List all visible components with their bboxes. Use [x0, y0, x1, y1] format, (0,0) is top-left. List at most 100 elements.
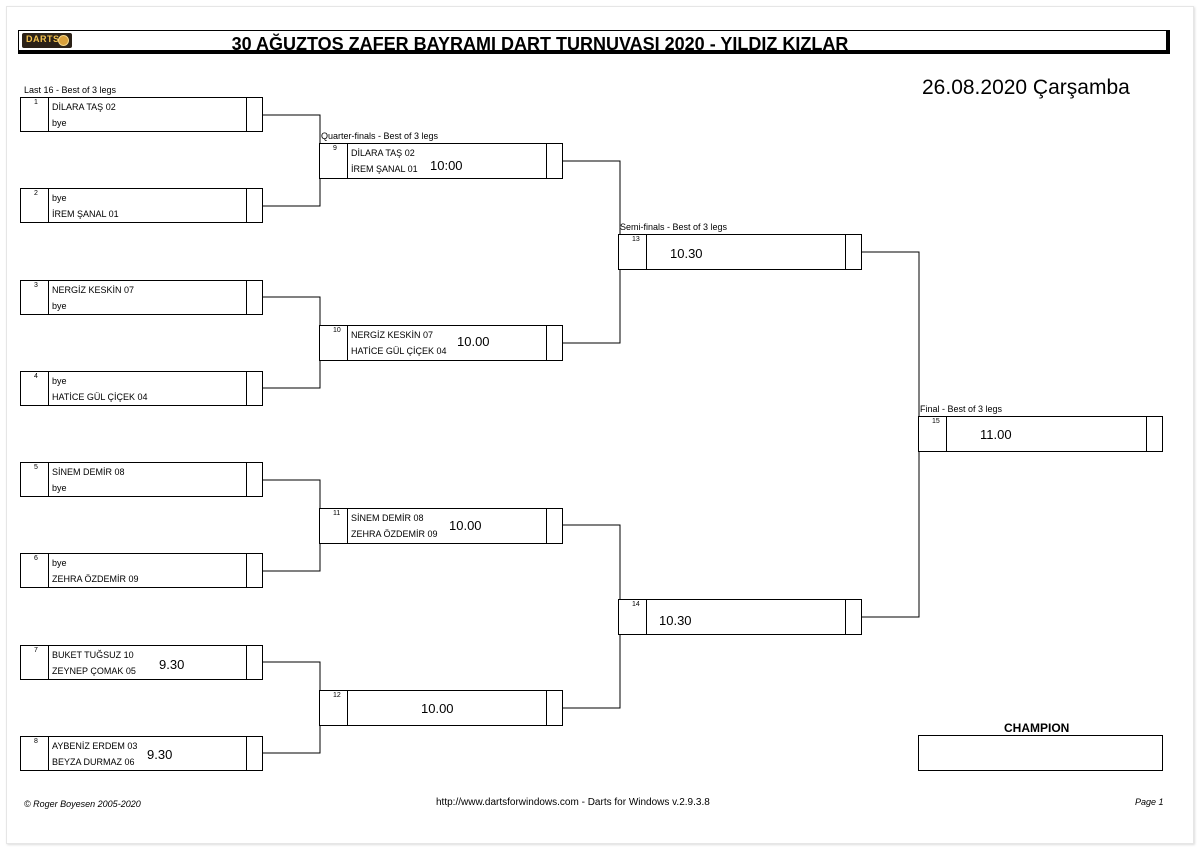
- match-number: 6: [34, 555, 38, 562]
- player-2-name: HATİCE GÜL ÇİÇEK 04: [351, 346, 447, 356]
- match-number-cell: 4: [21, 372, 49, 405]
- match-number: 15: [932, 418, 940, 425]
- champion-label: CHAMPION: [1004, 721, 1070, 735]
- connector-m3-m10: [263, 296, 321, 389]
- player-2-name: İREM ŞANAL 01: [351, 164, 418, 174]
- score-cell: [246, 463, 262, 496]
- score-cell: [246, 372, 262, 405]
- footer-page-number: Page 1: [1135, 797, 1164, 807]
- player-2-name: HATİCE GÜL ÇİÇEK 04: [52, 392, 148, 402]
- score-cell: [546, 326, 562, 360]
- match-box-5: 5 SİNEM DEMİR 08 bye: [20, 462, 263, 497]
- player-1-name: SİNEM DEMİR 08: [351, 513, 424, 523]
- footer-url: http://www.dartsforwindows.com - Darts f…: [436, 797, 710, 808]
- match-number: 7: [34, 647, 38, 654]
- score-cell: [246, 98, 262, 131]
- score-cell: [246, 189, 262, 222]
- player-2-name: BEYZA DURMAZ 06: [52, 757, 135, 767]
- match-box-8: 8 AYBENİZ ERDEM 03 BEYZA DURMAZ 06 9.30: [20, 736, 263, 771]
- match-box-15: 15 11.00: [918, 416, 1163, 452]
- match-box-13: 13 10.30: [618, 234, 862, 270]
- match-number-cell: 10: [320, 326, 348, 360]
- connector-m11-m14: [563, 524, 621, 709]
- round-label-semi: Semi-finals - Best of 3 legs: [620, 222, 728, 232]
- match-time: 9.30: [147, 747, 173, 762]
- match-number-cell: 1: [21, 98, 49, 131]
- match-number: 13: [632, 236, 640, 243]
- match-box-12: 12 10.00: [319, 690, 563, 726]
- champion-box: [918, 735, 1163, 771]
- dartboard-icon: [58, 35, 69, 46]
- match-time: 10.00: [457, 334, 490, 349]
- page-title: 30 AĞUZTOS ZAFER BAYRAMI DART TURNUVASI …: [231, 34, 849, 54]
- score-cell: [845, 235, 861, 269]
- score-cell: [845, 600, 861, 634]
- footer-copyright: © Roger Boyesen 2005-2020: [24, 799, 141, 809]
- score-cell: [246, 281, 262, 314]
- match-number: 11: [333, 510, 341, 517]
- match-box-10: 10 NERGİZ KESKİN 07 HATİCE GÜL ÇİÇEK 04 …: [319, 325, 563, 361]
- score-cell: [546, 144, 562, 178]
- player-1-name: DİLARA TAŞ 02: [351, 148, 415, 158]
- connector-m5-m11: [263, 479, 321, 572]
- match-number: 2: [34, 190, 38, 197]
- match-number-cell: 5: [21, 463, 49, 496]
- connector-m7-m12: [263, 661, 321, 754]
- match-box-6: 6 bye ZEHRA ÖZDEMİR 09: [20, 553, 263, 588]
- score-cell: [246, 646, 262, 679]
- match-time: 9.30: [159, 657, 185, 672]
- match-number-cell: 15: [919, 417, 947, 451]
- match-box-7: 7 BUKET TUĞSUZ 10 ZEYNEP ÇOMAK 05 9.30: [20, 645, 263, 680]
- player-2-name: ZEHRA ÖZDEMİR 09: [52, 574, 139, 584]
- match-number-cell: 9: [320, 144, 348, 178]
- player-1-name: bye: [52, 558, 67, 568]
- player-1-name: SİNEM DEMİR 08: [52, 467, 125, 477]
- player-2-name: bye: [52, 118, 67, 128]
- match-number-cell: 11: [320, 509, 348, 543]
- match-time: 10.30: [670, 246, 703, 261]
- player-1-name: AYBENİZ ERDEM 03: [52, 741, 138, 751]
- score-cell: [546, 509, 562, 543]
- match-number: 1: [34, 99, 38, 106]
- match-number: 12: [333, 692, 341, 699]
- match-number: 9: [333, 145, 337, 152]
- match-number: 14: [632, 601, 640, 608]
- match-time: 10.00: [421, 701, 454, 716]
- match-number-cell: 3: [21, 281, 49, 314]
- match-time: 11.00: [980, 427, 1012, 442]
- connector-m13-m15: [862, 251, 920, 618]
- round-label-last16: Last 16 - Best of 3 legs: [24, 85, 117, 95]
- match-box-3: 3 NERGİZ KESKİN 07 bye: [20, 280, 263, 315]
- match-number-cell: 6: [21, 554, 49, 587]
- player-1-name: bye: [52, 376, 67, 386]
- match-number: 5: [34, 464, 38, 471]
- match-number: 3: [34, 282, 38, 289]
- player-2-name: bye: [52, 301, 67, 311]
- player-1-name: DİLARA TAŞ 02: [52, 102, 116, 112]
- round-label-quarter: Quarter-finals - Best of 3 legs: [321, 131, 439, 141]
- player-2-name: ZEHRA ÖZDEMİR 09: [351, 529, 438, 539]
- match-time: 10.30: [659, 613, 692, 628]
- match-number: 4: [34, 373, 38, 380]
- round-label-final: Final - Best of 3 legs: [920, 404, 1003, 414]
- match-number-cell: 2: [21, 189, 49, 222]
- match-number-cell: 12: [320, 691, 348, 725]
- match-number-cell: 8: [21, 737, 49, 770]
- title-bar: [18, 30, 1170, 54]
- player-1-name: NERGİZ KESKİN 07: [351, 330, 434, 340]
- match-number-cell: 7: [21, 646, 49, 679]
- match-time: 10.00: [449, 518, 482, 533]
- page-frame: [6, 6, 1194, 844]
- player-1-name: bye: [52, 193, 67, 203]
- match-box-9: 9 DİLARA TAŞ 02 İREM ŞANAL 01 10:00: [319, 143, 563, 179]
- event-date: 26.08.2020 Çarşamba: [922, 76, 1130, 99]
- connector-m1-m9: [263, 114, 321, 207]
- darts-logo: DARTS: [22, 33, 72, 48]
- score-cell: [246, 737, 262, 770]
- match-number-cell: 13: [619, 235, 647, 269]
- match-box-11: 11 SİNEM DEMİR 08 ZEHRA ÖZDEMİR 09 10.00: [319, 508, 563, 544]
- logo-text: DARTS: [26, 34, 60, 44]
- match-number: 8: [34, 738, 38, 745]
- score-cell: [1146, 417, 1162, 451]
- score-cell: [246, 554, 262, 587]
